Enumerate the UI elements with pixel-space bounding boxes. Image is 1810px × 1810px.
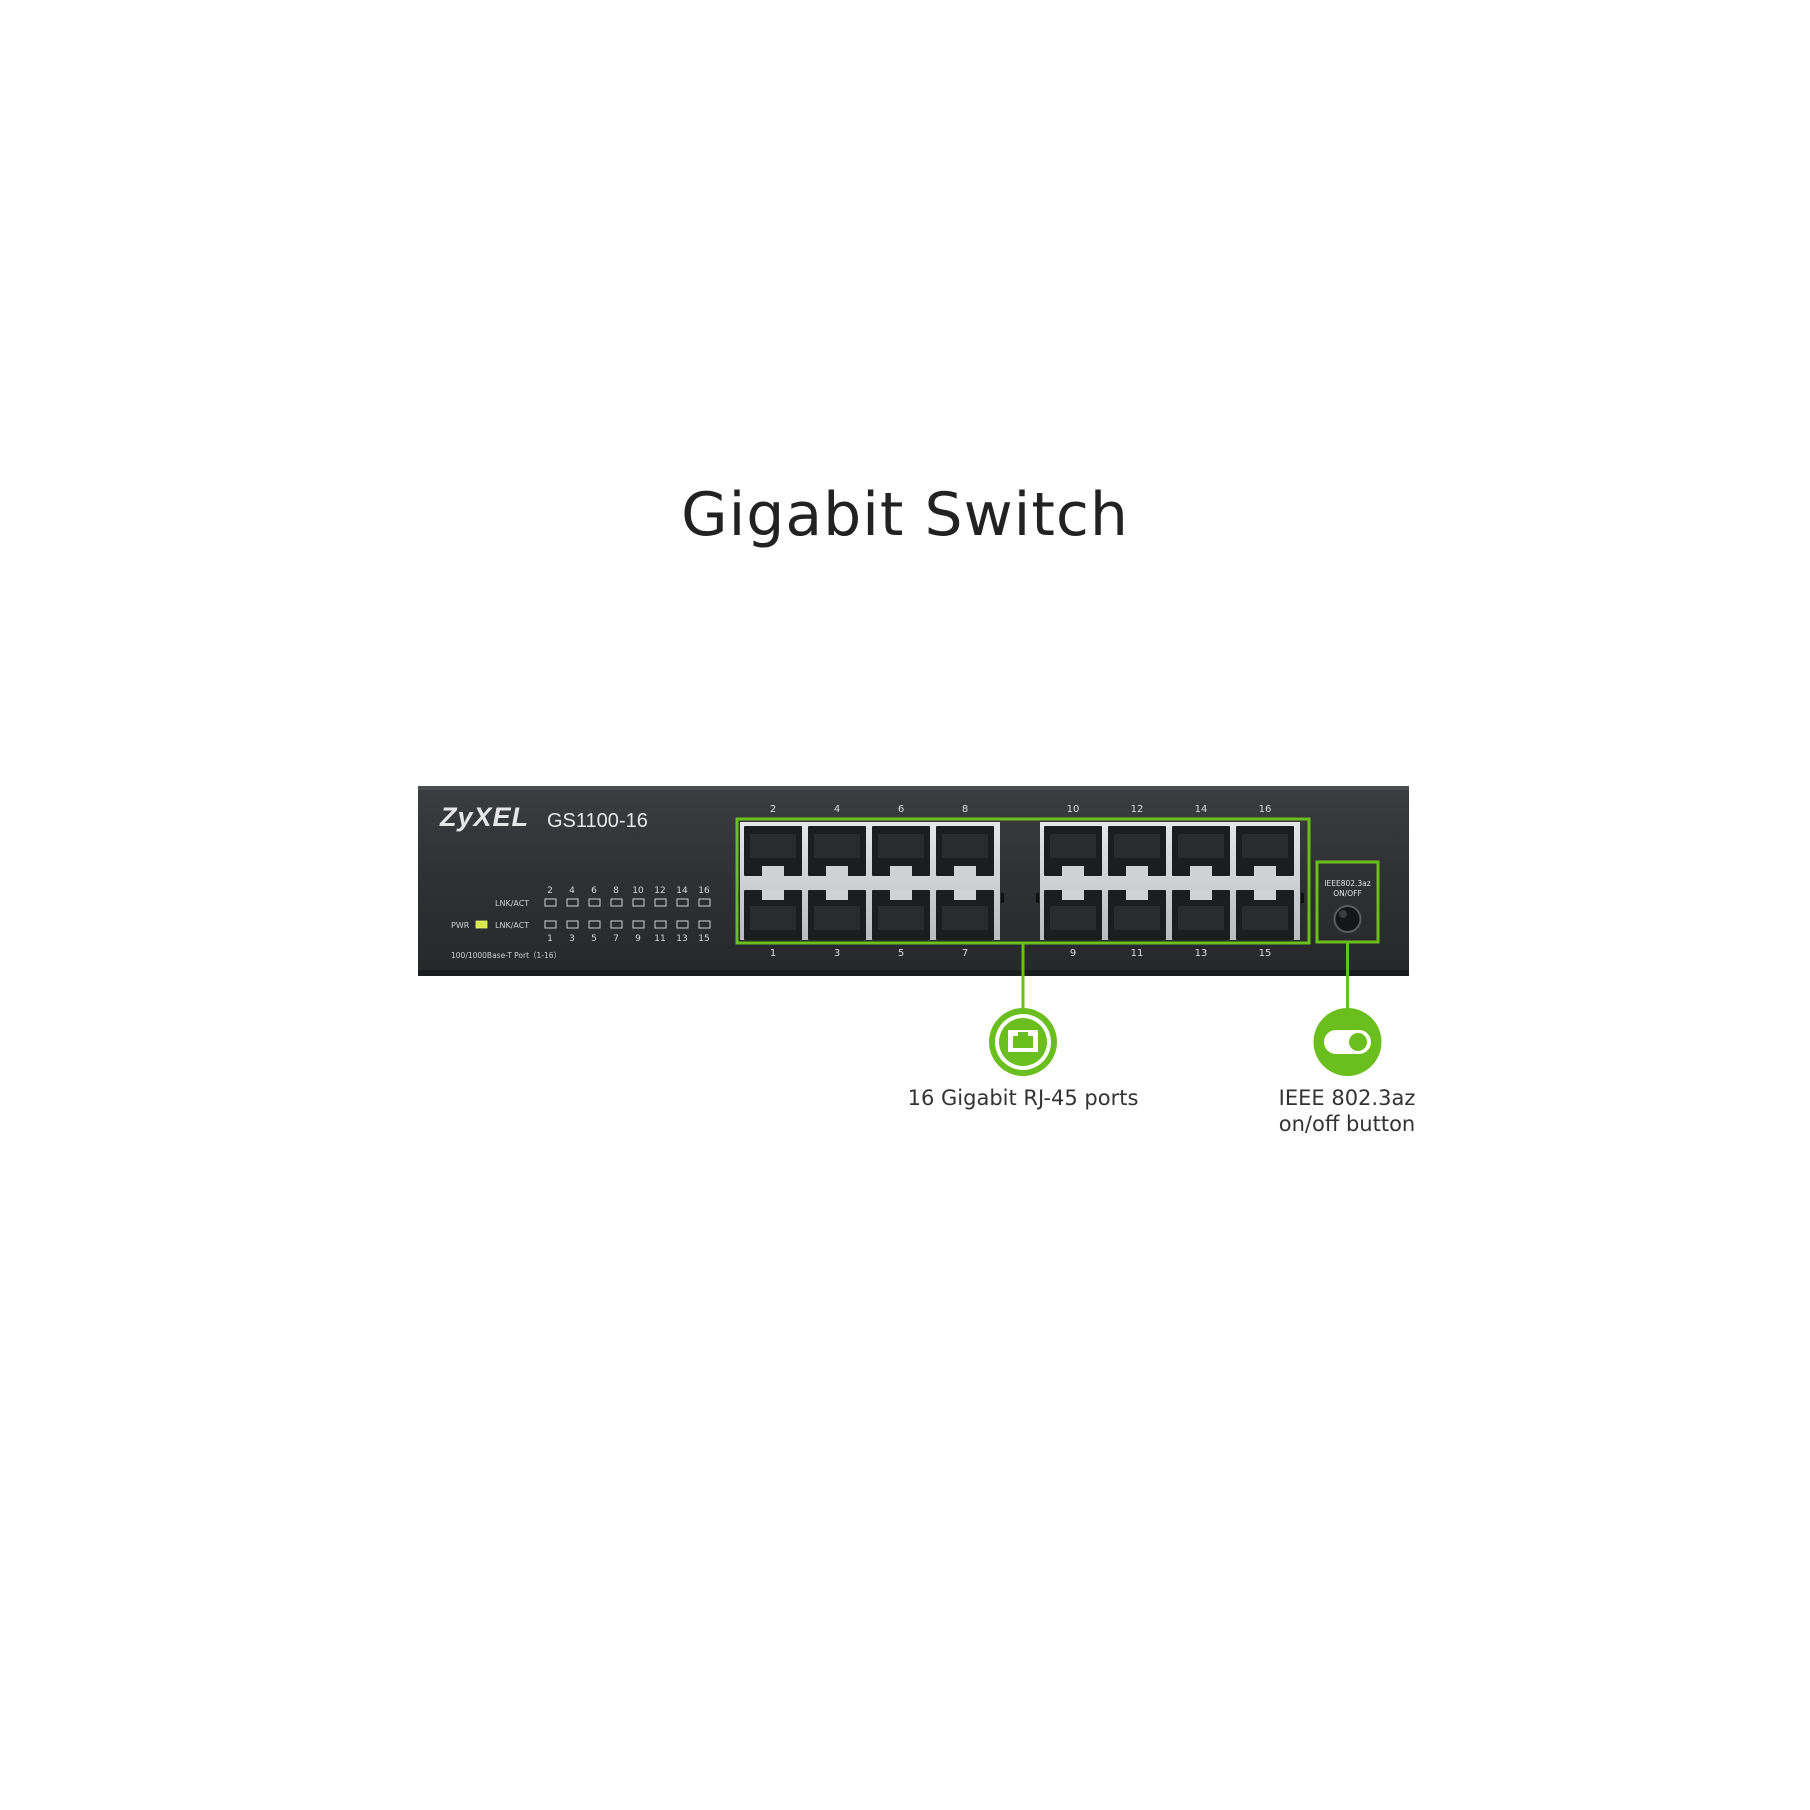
led-number-bottom: 13	[676, 934, 687, 944]
rj45-port[interactable]	[1172, 890, 1230, 940]
led-number-top: 2	[547, 886, 553, 896]
link-led-bottom	[698, 920, 711, 929]
rj45-port[interactable]	[1044, 826, 1102, 876]
port-number-bottom: 11	[1131, 948, 1144, 959]
link-led-bottom	[632, 920, 645, 929]
power-label: PWR	[451, 921, 470, 930]
rj45-port[interactable]	[872, 890, 930, 940]
link-led-top	[676, 898, 689, 907]
button-callout-text-line2: on/off button	[1278, 1112, 1416, 1136]
port-number-top: 10	[1067, 804, 1080, 815]
port-number-bottom: 13	[1195, 948, 1208, 959]
led-top-label: LNK/ACT	[495, 899, 529, 908]
button-callout-label: IEEE 802.3az on/off button	[1237, 1085, 1457, 1137]
toggle-switch-icon	[1313, 1008, 1382, 1076]
rj45-port[interactable]	[936, 890, 994, 940]
link-led-top	[544, 898, 557, 907]
chassis-bottom-edge	[418, 970, 1409, 976]
frame-tick	[1301, 893, 1304, 903]
led-number-top: 16	[698, 886, 710, 896]
chassis-top-edge	[418, 786, 1409, 790]
led-number-bottom: 1	[547, 934, 553, 944]
page-title: Gigabit Switch	[681, 480, 1129, 550]
frame-tick	[1001, 893, 1004, 903]
port-number-bottom: 5	[898, 948, 904, 959]
port-number-bottom: 3	[834, 948, 840, 959]
port-number-bottom: 1	[770, 948, 776, 959]
rj45-port[interactable]	[1044, 890, 1102, 940]
rj45-port[interactable]	[1236, 826, 1294, 876]
port-number-top: 12	[1131, 804, 1144, 815]
port-number-bottom: 9	[1070, 948, 1076, 959]
ethernet-port-icon	[989, 1008, 1057, 1076]
rj45-port[interactable]	[1108, 826, 1166, 876]
port-number-top: 8	[962, 804, 968, 815]
link-led-top	[566, 898, 579, 907]
link-led-top	[632, 898, 645, 907]
led-number-top: 6	[591, 886, 597, 896]
rj45-port[interactable]	[1172, 826, 1230, 876]
led-number-bottom: 11	[654, 934, 665, 944]
led-number-bottom: 7	[613, 934, 619, 944]
rj45-port[interactable]	[1108, 890, 1166, 940]
led-number-bottom: 3	[569, 934, 575, 944]
link-led-top	[654, 898, 667, 907]
led-number-bottom: 9	[635, 934, 641, 944]
link-led-top	[698, 898, 711, 907]
button-callout-text-line1: IEEE 802.3az	[1278, 1086, 1416, 1110]
power-led	[475, 920, 488, 929]
port-number-top: 6	[898, 804, 904, 815]
link-led-top	[588, 898, 601, 907]
link-led-bottom	[676, 920, 689, 929]
ports-callout-label: 16 Gigabit RJ-45 ports	[883, 1085, 1163, 1111]
link-led-bottom	[610, 920, 623, 929]
ieee-onoff-button[interactable]	[1333, 905, 1362, 933]
link-led-bottom	[588, 920, 601, 929]
led-number-top: 8	[613, 886, 619, 896]
port-number-top: 16	[1259, 804, 1272, 815]
rj45-port[interactable]	[808, 890, 866, 940]
link-led-bottom	[566, 920, 579, 929]
button-highlight	[1339, 910, 1347, 918]
rj45-port[interactable]	[808, 826, 866, 876]
port-number-top: 14	[1195, 804, 1208, 815]
link-led-top	[610, 898, 623, 907]
rj45-port[interactable]	[936, 826, 994, 876]
port-number-top: 2	[770, 804, 776, 815]
rj45-port[interactable]	[1236, 890, 1294, 940]
brand-logo: ZyXEL	[439, 802, 529, 832]
link-led-bottom	[544, 920, 557, 929]
frame-tick	[1036, 893, 1039, 903]
link-led-bottom	[654, 920, 667, 929]
button-label-line2: ON/OFF	[1333, 889, 1362, 898]
button-label-line1: IEEE802.3az	[1324, 879, 1370, 888]
led-number-top: 4	[569, 886, 575, 896]
led-number-top: 10	[632, 886, 644, 896]
led-number-bottom: 5	[591, 934, 597, 944]
led-number-top: 12	[654, 886, 665, 896]
rj45-port[interactable]	[872, 826, 930, 876]
rj45-port[interactable]	[744, 826, 802, 876]
port-caption: 100/1000Base-T Port（1-16）	[451, 951, 561, 960]
ports-callout-text: 16 Gigabit RJ-45 ports	[907, 1086, 1139, 1110]
port-number-bottom: 15	[1259, 948, 1272, 959]
rj45-port[interactable]	[744, 890, 802, 940]
port-number-bottom: 7	[962, 948, 968, 959]
model-name: GS1100-16	[547, 810, 648, 832]
led-number-bottom: 15	[698, 934, 709, 944]
led-number-top: 14	[676, 886, 688, 896]
led-bottom-label: LNK/ACT	[495, 921, 529, 930]
port-number-top: 4	[834, 804, 840, 815]
